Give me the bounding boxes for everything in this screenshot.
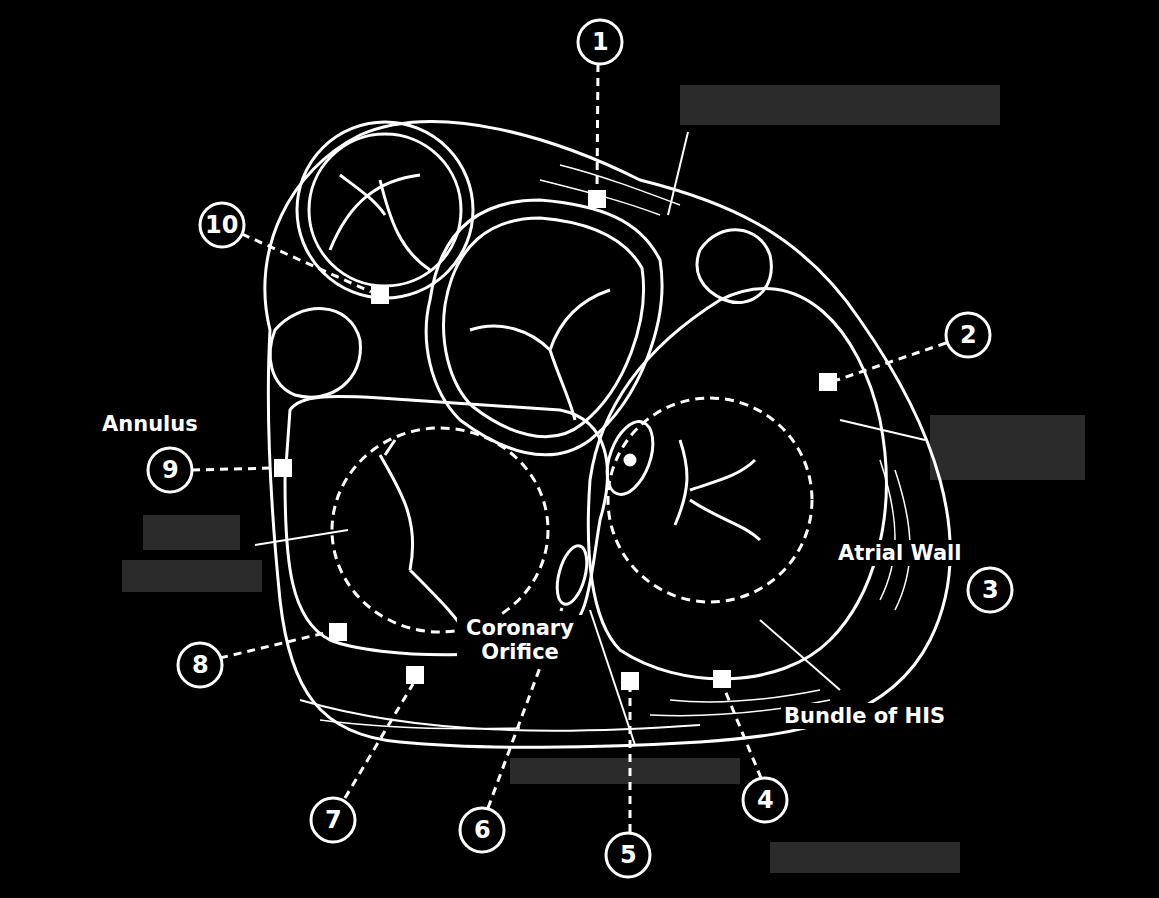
callout-number: 4	[757, 788, 774, 812]
part-label: Bundle of HIS	[781, 703, 948, 729]
part-label: Atrial Wall	[835, 540, 965, 566]
callout-number: 3	[982, 578, 999, 602]
callout-number: 7	[325, 808, 342, 832]
callout-number: 2	[960, 323, 977, 347]
part-label: Annulus	[99, 411, 201, 437]
callout-number: 9	[162, 458, 179, 482]
part-label: Coronary Orifice	[457, 615, 583, 665]
callout-number: 1	[592, 30, 609, 54]
callout-number: 6	[474, 818, 491, 842]
callout-number: 5	[620, 843, 637, 867]
callout-number: 8	[192, 653, 209, 677]
callout-number: 10	[205, 213, 238, 237]
